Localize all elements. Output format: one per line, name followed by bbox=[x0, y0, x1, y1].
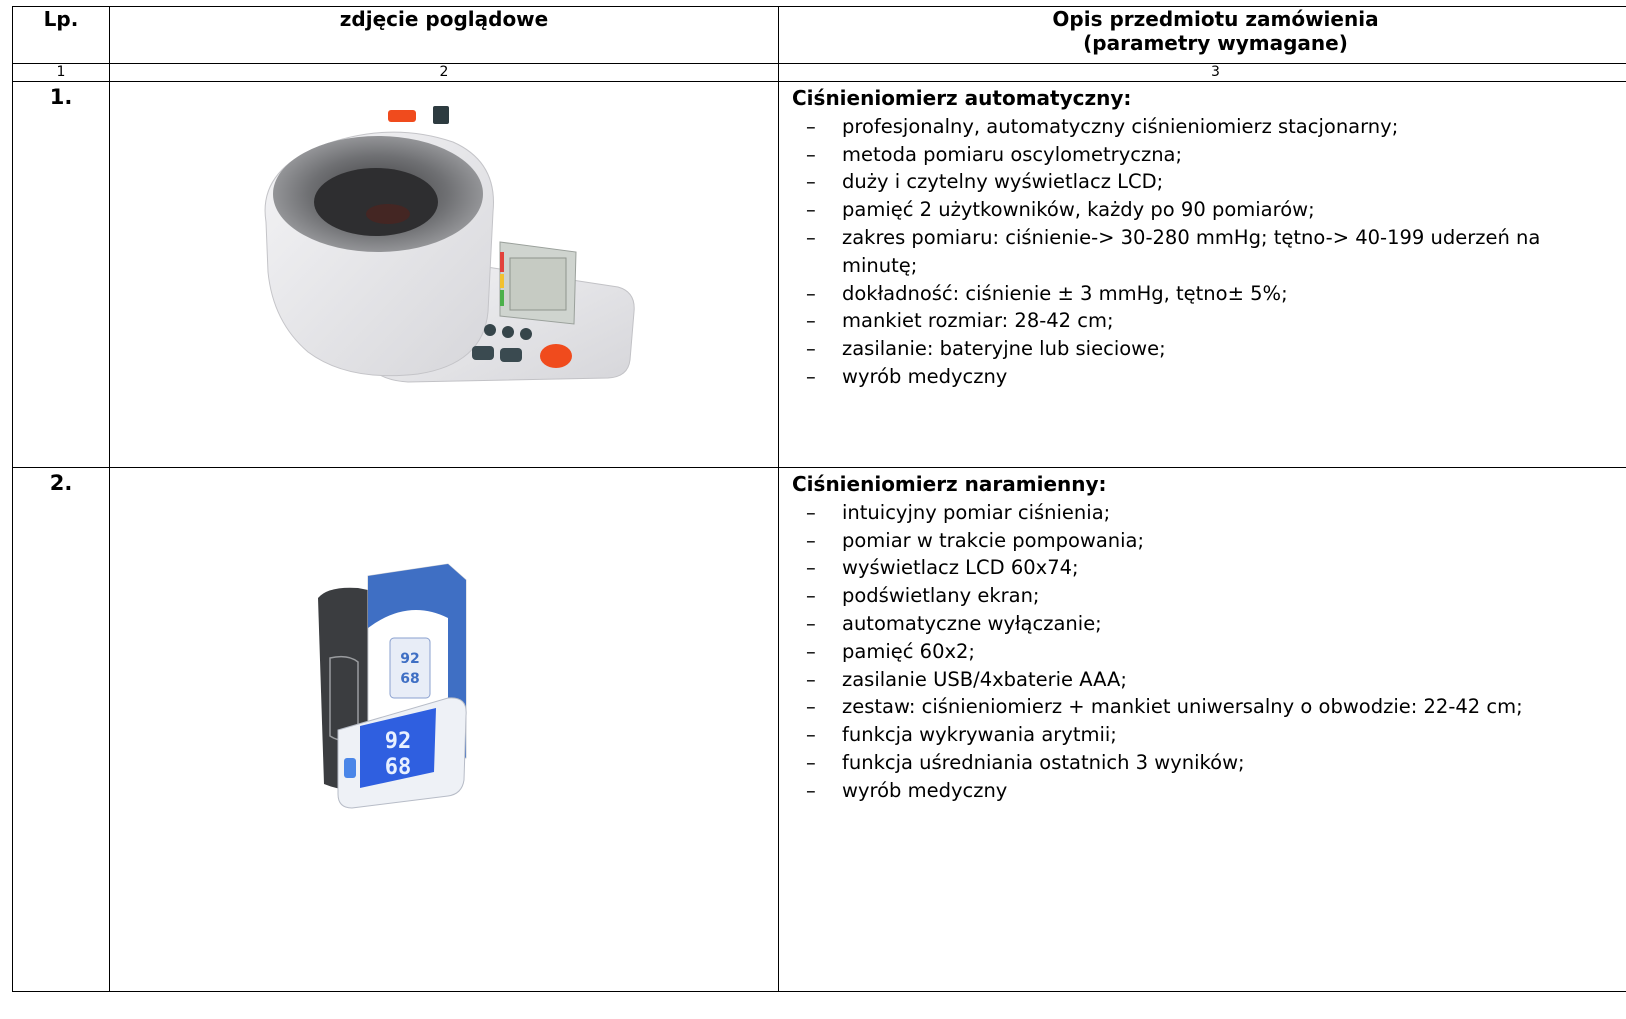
list-item-text: intuicyjny pomiar ciśnienia; bbox=[842, 500, 1111, 524]
list-item: – pomiar w trakcie pompowania; bbox=[792, 527, 1626, 555]
list-item-text: funkcja wykrywania arytmii; bbox=[842, 723, 1117, 747]
list-item: – funkcja uśredniania ostatnich 3 wyników… bbox=[792, 749, 1626, 777]
dash-bullet: – bbox=[806, 695, 816, 719]
list-item: – intuicyjny pomiar ciśnienia; bbox=[792, 499, 1626, 527]
table-row: 1. bbox=[12, 81, 1626, 468]
dash-bullet: – bbox=[806, 114, 816, 138]
header-lp: Lp. bbox=[12, 6, 110, 64]
dash-bullet: – bbox=[806, 750, 816, 774]
product-photo-cell: 92 68 92 68 bbox=[109, 467, 779, 992]
header-photo: zdjęcie poglądowe bbox=[109, 6, 779, 64]
list-item: – pamięć 2 użytkowników, każdy po 90 pomi… bbox=[792, 196, 1626, 224]
dash-bullet: – bbox=[806, 309, 816, 333]
dash-bullet: – bbox=[806, 528, 816, 552]
dash-bullet: – bbox=[806, 584, 816, 608]
column-number-1: 1 bbox=[12, 63, 110, 82]
header-description-line1: Opis przedmiotu zamówienia bbox=[1052, 7, 1379, 31]
dash-bullet: – bbox=[806, 142, 816, 166]
list-item: – zasilanie USB/4xbaterie AAA; bbox=[792, 666, 1626, 694]
list-item-text: profesjonalny, automatyczny ciśnieniomie… bbox=[842, 114, 1399, 138]
list-item-text: pomiar w trakcie pompowania; bbox=[842, 528, 1145, 552]
parameter-list: – intuicyjny pomiar ciśnienia; – pomiar w … bbox=[792, 499, 1626, 805]
list-item-text: wyrób medyczny bbox=[842, 364, 1008, 388]
list-item-text: mankiet rozmiar: 28-42 cm; bbox=[842, 309, 1114, 333]
column-number-row: 1 2 3 bbox=[12, 63, 1626, 82]
list-item: – podświetlany ekran; bbox=[792, 582, 1626, 610]
header-description-line2: (parametry wymagane) bbox=[1083, 31, 1348, 55]
box-lcd-sys: 92 bbox=[400, 651, 419, 667]
device-lcd-sys: 92 bbox=[385, 729, 412, 754]
device-lcd-dia: 68 bbox=[385, 755, 412, 780]
list-item: – wyrób medyczny bbox=[792, 363, 1626, 391]
product-title: Ciśnieniomierz automatyczny: bbox=[792, 86, 1132, 110]
list-item: – zestaw: ciśnieniomierz + mankiet uniwer… bbox=[792, 693, 1626, 721]
list-item: – metoda pomiaru oscylometryczna; bbox=[792, 141, 1626, 169]
list-item-text: funkcja uśredniania ostatnich 3 wyników; bbox=[842, 750, 1245, 774]
header-description: Opis przedmiotu zamówienia (parametry wy… bbox=[778, 6, 1626, 64]
list-item: – wyświetlacz LCD 60x74; bbox=[792, 554, 1626, 582]
list-item-text: zasilanie: bateryjne lub sieciowe; bbox=[842, 337, 1166, 361]
list-item: – duży i czytelny wyświetlacz LCD; bbox=[792, 168, 1626, 196]
list-item: – dokładność: ciśnienie ± 3 mmHg, tętno± … bbox=[792, 280, 1626, 308]
list-item-text: pamięć 60x2; bbox=[842, 639, 975, 663]
dash-bullet: – bbox=[806, 639, 816, 663]
dash-bullet: – bbox=[806, 500, 816, 524]
list-item: – funkcja wykrywania arytmii; bbox=[792, 721, 1626, 749]
list-item: – profesjonalny, automatyczny ciśnieniomi… bbox=[792, 113, 1626, 141]
list-item: – zakres pomiaru: ciśnienie-> 30-280 mmHg… bbox=[792, 224, 1626, 280]
list-item-text: wyrób medyczny bbox=[842, 778, 1008, 802]
list-item-text: automatyczne wyłączanie; bbox=[842, 611, 1102, 635]
dash-bullet: – bbox=[806, 281, 816, 305]
row-number: 2. bbox=[12, 467, 110, 992]
table-row: 2. 92 68 bbox=[12, 467, 1626, 992]
list-item-text: duży i czytelny wyświetlacz LCD; bbox=[842, 170, 1164, 194]
product-photo-cell bbox=[109, 81, 779, 468]
list-item: – zasilanie: bateryjne lub sieciowe; bbox=[792, 335, 1626, 363]
list-item-text: pamięć 2 użytkowników, każdy po 90 pomia… bbox=[842, 198, 1315, 222]
upper-arm-monitor-illustration: 92 68 92 68 bbox=[318, 563, 467, 809]
list-item-text: zakres pomiaru: ciśnienie-> 30-280 mmHg;… bbox=[842, 225, 1541, 277]
list-item: – automatyczne wyłączanie; bbox=[792, 610, 1626, 638]
product-description-cell: Ciśnieniomierz naramienny: – intuicyjny p… bbox=[778, 467, 1626, 992]
dash-bullet: – bbox=[806, 723, 816, 747]
dash-bullet: – bbox=[806, 198, 816, 222]
column-number-3: 3 bbox=[778, 63, 1626, 82]
blood-pressure-monitor-illustration bbox=[264, 106, 635, 383]
specification-table: Lp. zdjęcie poglądowe Opis przedmiotu za… bbox=[12, 6, 1626, 992]
list-item-text: wyświetlacz LCD 60x74; bbox=[842, 556, 1079, 580]
list-item-text: podświetlany ekran; bbox=[842, 584, 1040, 608]
dash-bullet: – bbox=[806, 556, 816, 580]
dash-bullet: – bbox=[806, 364, 816, 388]
list-item: – wyrób medyczny bbox=[792, 777, 1626, 805]
box-lcd-dia: 68 bbox=[400, 671, 419, 687]
automatic-blood-pressure-monitor-image bbox=[238, 102, 658, 406]
parameter-list: – profesjonalny, automatyczny ciśnieniomi… bbox=[792, 113, 1626, 391]
dash-bullet: – bbox=[806, 225, 816, 249]
list-item-text: dokładność: ciśnienie ± 3 mmHg, tętno± 5… bbox=[842, 281, 1288, 305]
dash-bullet: – bbox=[806, 611, 816, 635]
list-item-text: zestaw: ciśnieniomierz + mankiet uniwers… bbox=[842, 695, 1523, 719]
list-item: – mankiet rozmiar: 28-42 cm; bbox=[792, 307, 1626, 335]
list-item-text: metoda pomiaru oscylometryczna; bbox=[842, 142, 1183, 166]
list-item: – pamięć 60x2; bbox=[792, 638, 1626, 666]
column-number-2: 2 bbox=[109, 63, 779, 82]
product-description-cell: Ciśnieniomierz automatyczny: – profesjona… bbox=[778, 81, 1626, 468]
header-row: Lp. zdjęcie poglądowe Opis przedmiotu za… bbox=[12, 6, 1626, 64]
product-title: Ciśnieniomierz naramienny: bbox=[792, 472, 1107, 496]
row-number: 1. bbox=[12, 81, 110, 468]
dash-bullet: – bbox=[806, 778, 816, 802]
list-item-text: zasilanie USB/4xbaterie AAA; bbox=[842, 667, 1127, 691]
dash-bullet: – bbox=[806, 667, 816, 691]
dash-bullet: – bbox=[806, 170, 816, 194]
dash-bullet: – bbox=[806, 337, 816, 361]
upper-arm-blood-pressure-monitor-image: 92 68 92 68 bbox=[298, 558, 538, 822]
